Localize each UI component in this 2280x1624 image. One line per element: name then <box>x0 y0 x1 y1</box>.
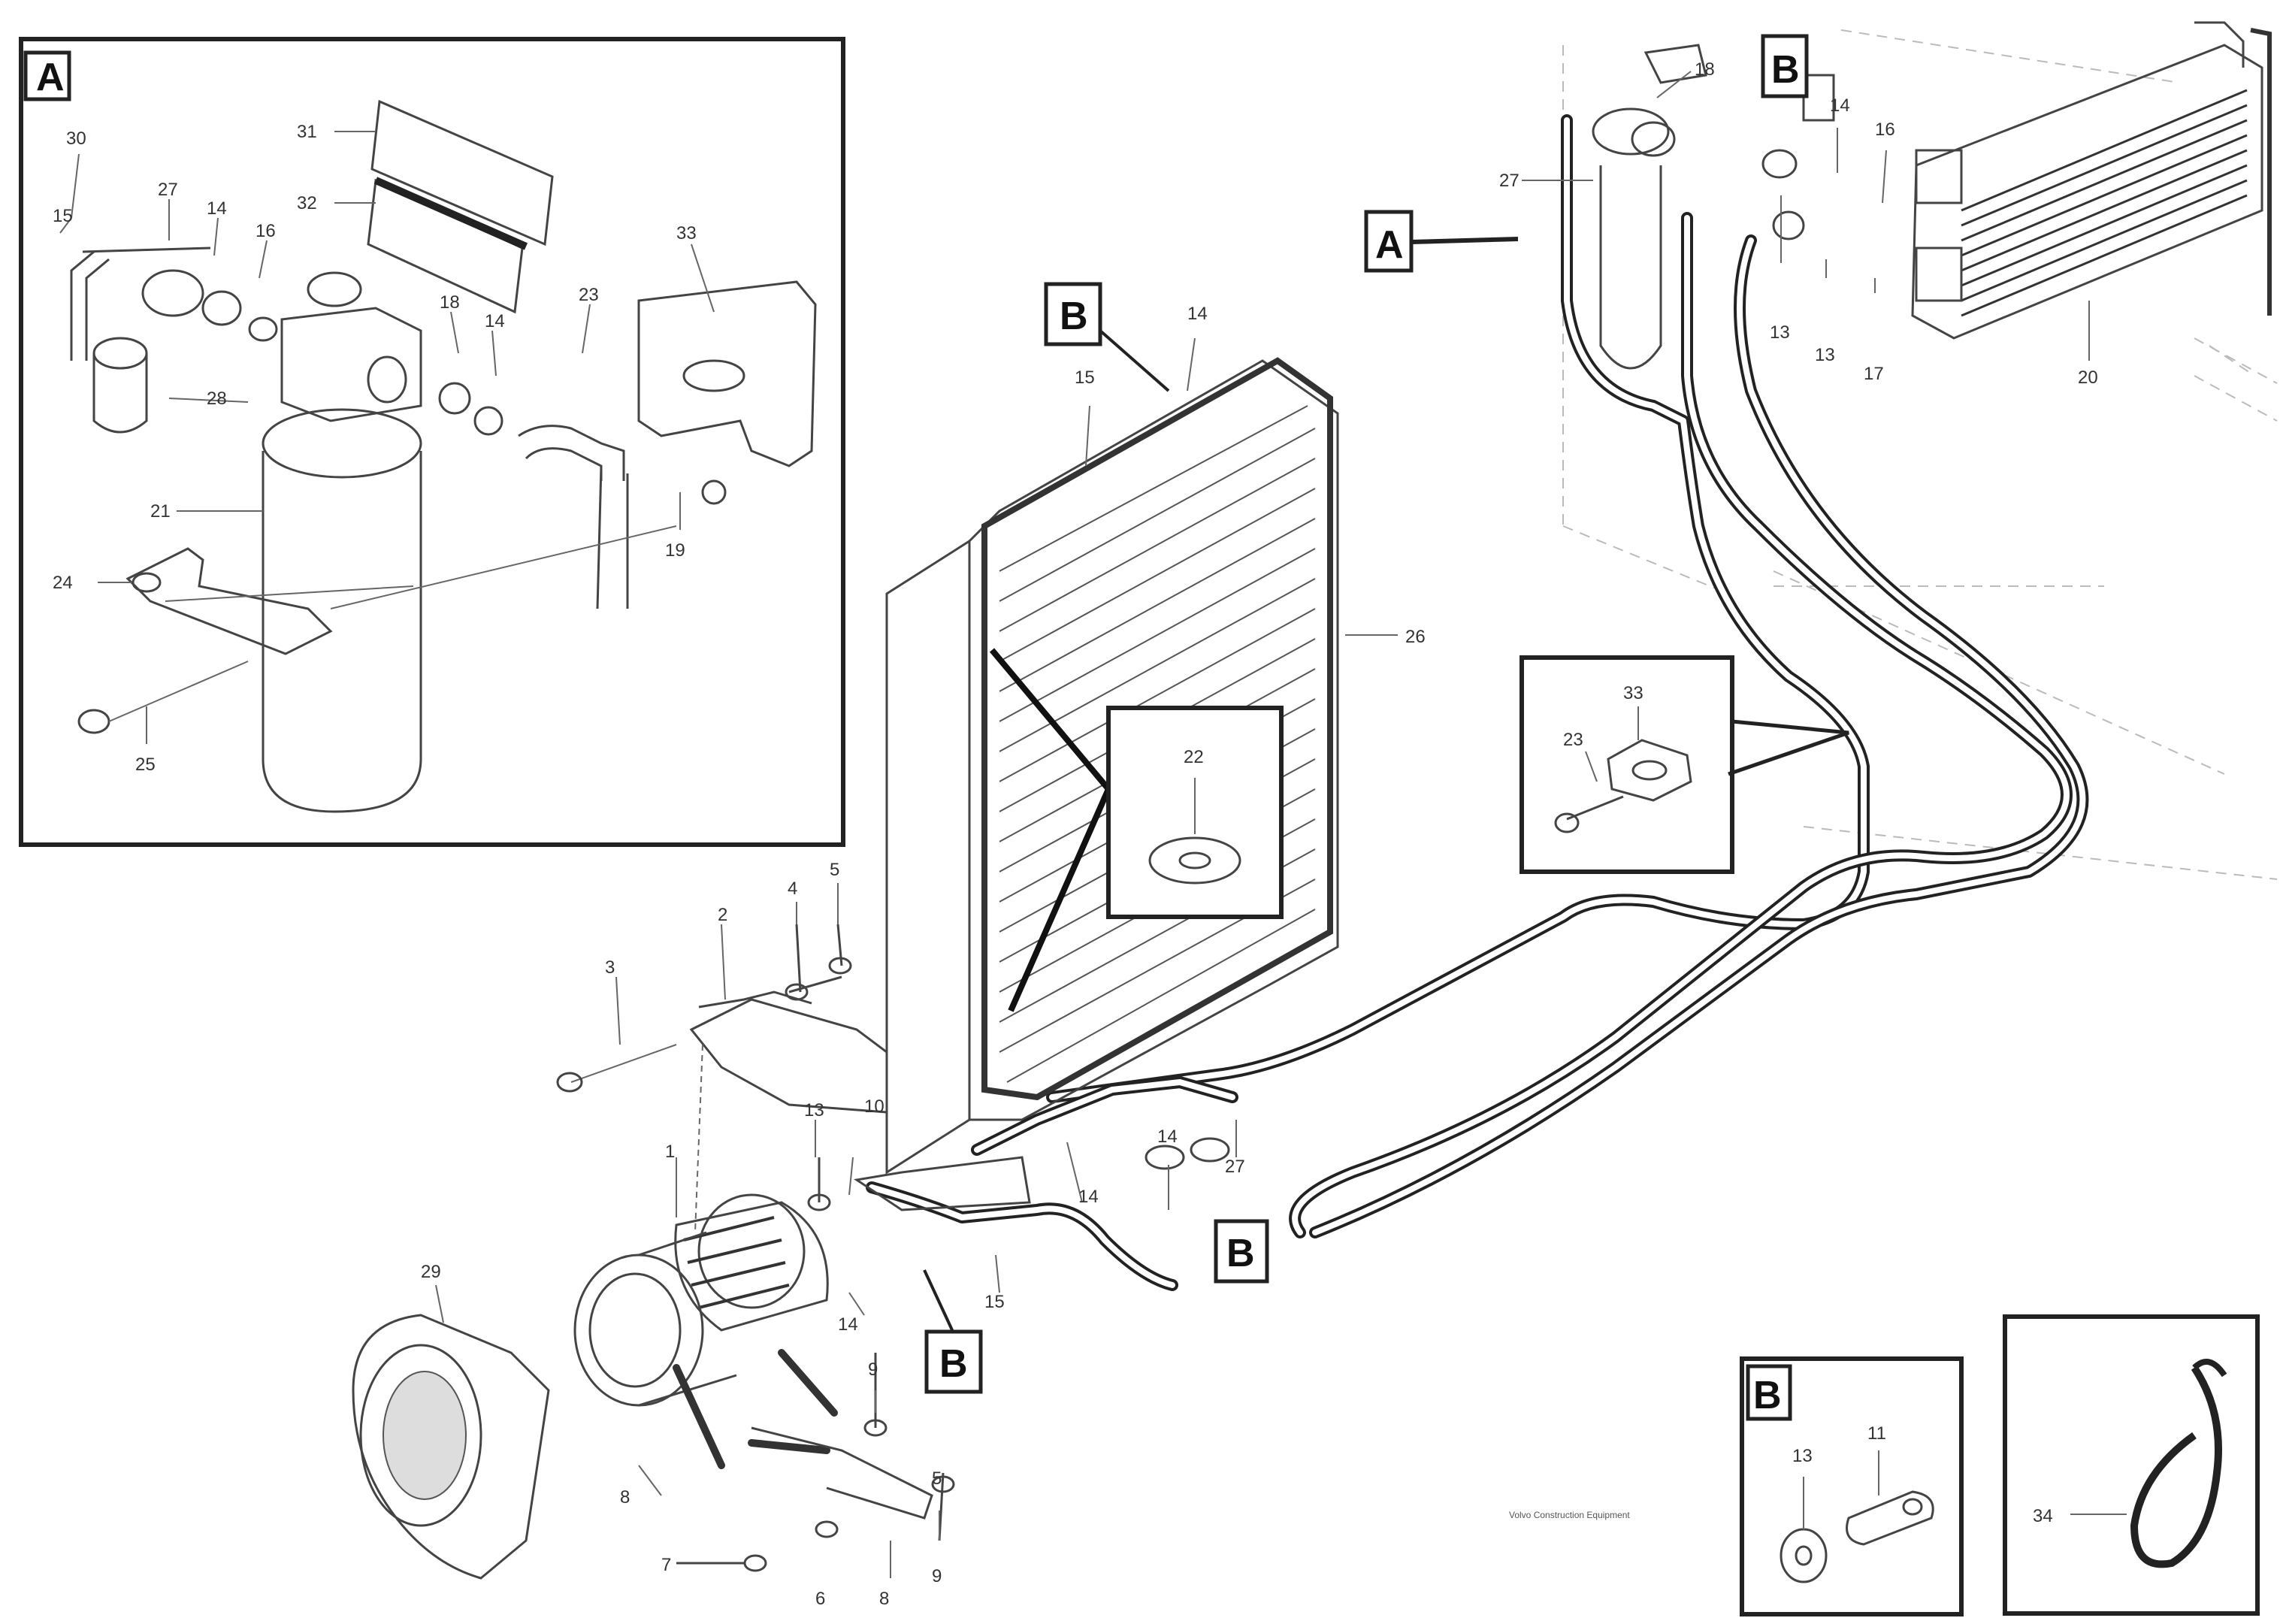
label-32: 32 <box>297 193 317 213</box>
label-27: 27 <box>158 180 178 200</box>
label-1: 1 <box>665 1142 675 1162</box>
label-18: 18 <box>440 292 460 313</box>
label-4-top: 4 <box>788 879 797 899</box>
label-13b-top: 13 <box>1815 345 1835 365</box>
label-18-top: 18 <box>1695 59 1715 80</box>
ref-letter-b-inset: B <box>1753 1374 1782 1417</box>
label-13-inset: 13 <box>1792 1446 1813 1466</box>
label-21: 21 <box>150 501 171 522</box>
label-31: 31 <box>297 122 317 142</box>
label-11-inset: 11 <box>1867 1423 1886 1444</box>
label-13-top: 13 <box>1770 322 1790 343</box>
label-29: 29 <box>421 1262 441 1282</box>
label-8-right: 8 <box>879 1589 889 1609</box>
inset-c: 34 <box>2003 1314 2260 1616</box>
label-23-clamp: 23 <box>1563 730 1583 750</box>
compressor-assembly: B 3 2 4 5 13 10 14 <box>352 860 1245 1609</box>
label-15: 15 <box>53 206 73 226</box>
label-25: 25 <box>135 755 156 775</box>
label-14-cond: 14 <box>1187 304 1208 324</box>
label-33-clamp: 33 <box>1623 683 1643 703</box>
label-23: 23 <box>579 285 599 305</box>
label-14-comp-c: 14 <box>838 1314 858 1335</box>
label-5-bottom: 5 <box>932 1468 942 1489</box>
label-24: 24 <box>53 573 73 593</box>
label-15-cond: 15 <box>1075 367 1095 388</box>
ref-letter-b-cond: B <box>1060 295 1088 338</box>
label-14-comp: 14 <box>1078 1187 1099 1207</box>
clamp-detail: 33 23 <box>1519 655 1849 874</box>
label-8-left: 8 <box>620 1487 630 1508</box>
inset-b: B 13 11 <box>1740 1356 1964 1616</box>
label-16: 16 <box>256 221 276 241</box>
label-22: 22 <box>1184 747 1204 767</box>
ref-letter-a: A <box>36 56 65 99</box>
label-9-left: 9 <box>868 1359 878 1380</box>
evaporator-unit: B A 27 18 14 16 13 13 17 20 <box>1046 21 2278 1238</box>
ref-letter-b-top: B <box>1771 48 1800 92</box>
label-26: 26 <box>1405 627 1426 647</box>
label-6: 6 <box>815 1589 825 1609</box>
label-14-comp-b: 14 <box>1157 1127 1178 1147</box>
label-13-comp: 13 <box>804 1100 824 1120</box>
footer-line-1: Volvo Construction Equipment <box>1509 1510 1630 1520</box>
label-27-top: 27 <box>1499 171 1519 191</box>
condenser: B B 14 15 26 22 <box>885 282 1426 1284</box>
label-34: 34 <box>2033 1506 2053 1526</box>
label-33: 33 <box>676 223 697 243</box>
label-7: 7 <box>661 1555 671 1575</box>
label-10: 10 <box>864 1096 884 1117</box>
label-17-top: 17 <box>1864 364 1884 384</box>
label-16-top: 16 <box>1875 119 1895 140</box>
label-14-top: 14 <box>1830 95 1850 116</box>
inset-a: A <box>19 37 845 847</box>
label-15-comp: 15 <box>984 1292 1005 1312</box>
ref-letter-b-comp: B <box>939 1342 968 1386</box>
label-28: 28 <box>207 389 227 409</box>
label-3: 3 <box>605 957 615 978</box>
label-14b: 14 <box>485 311 505 331</box>
footer-caption: Volvo Construction Equipment <box>1509 1510 1630 1520</box>
label-30: 30 <box>66 129 86 149</box>
ref-letter-a-main: A <box>1375 223 1404 267</box>
label-14: 14 <box>207 198 227 219</box>
label-9-right: 9 <box>932 1566 942 1586</box>
label-27-comp: 27 <box>1225 1157 1245 1177</box>
label-20-top: 20 <box>2078 367 2098 388</box>
label-2: 2 <box>718 905 727 925</box>
label-19: 19 <box>665 540 685 561</box>
ref-letter-b-bottom: B <box>1226 1232 1255 1275</box>
label-5-top: 5 <box>830 860 839 880</box>
